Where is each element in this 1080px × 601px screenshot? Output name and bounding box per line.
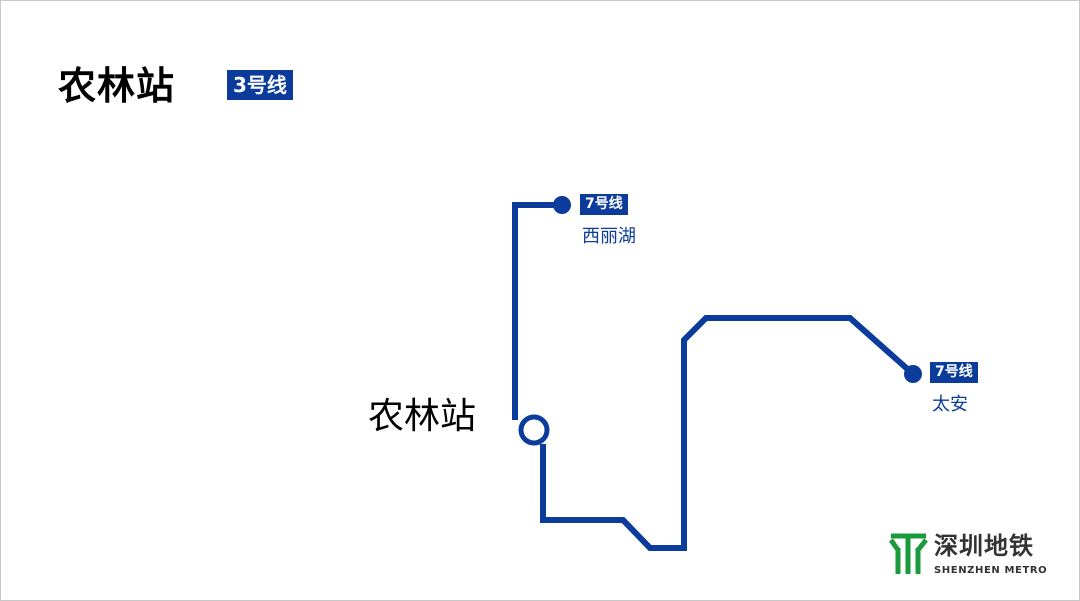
current-station-label: 农林站 <box>368 396 477 437</box>
logo-text-en: SHENZHEN METRO <box>934 565 1048 576</box>
route-line-lower <box>540 315 915 551</box>
terminal-dot-xilihu <box>553 196 571 214</box>
terminal-dot-taian <box>904 365 922 383</box>
line-badge: 3号线 <box>227 70 293 100</box>
metro-logo-icon <box>888 533 928 574</box>
transfer-badge-xilihu: 7号线 <box>580 194 628 215</box>
station-xilihu: 西丽湖 <box>582 226 636 247</box>
page-title: 农林站 <box>58 64 176 108</box>
logo-text-cn: 深圳地铁 <box>934 532 1034 560</box>
station-taian: 太安 <box>932 394 968 415</box>
current-station-marker <box>518 414 550 446</box>
route-line-upper <box>512 202 562 420</box>
transfer-badge-taian: 7号线 <box>930 362 978 383</box>
